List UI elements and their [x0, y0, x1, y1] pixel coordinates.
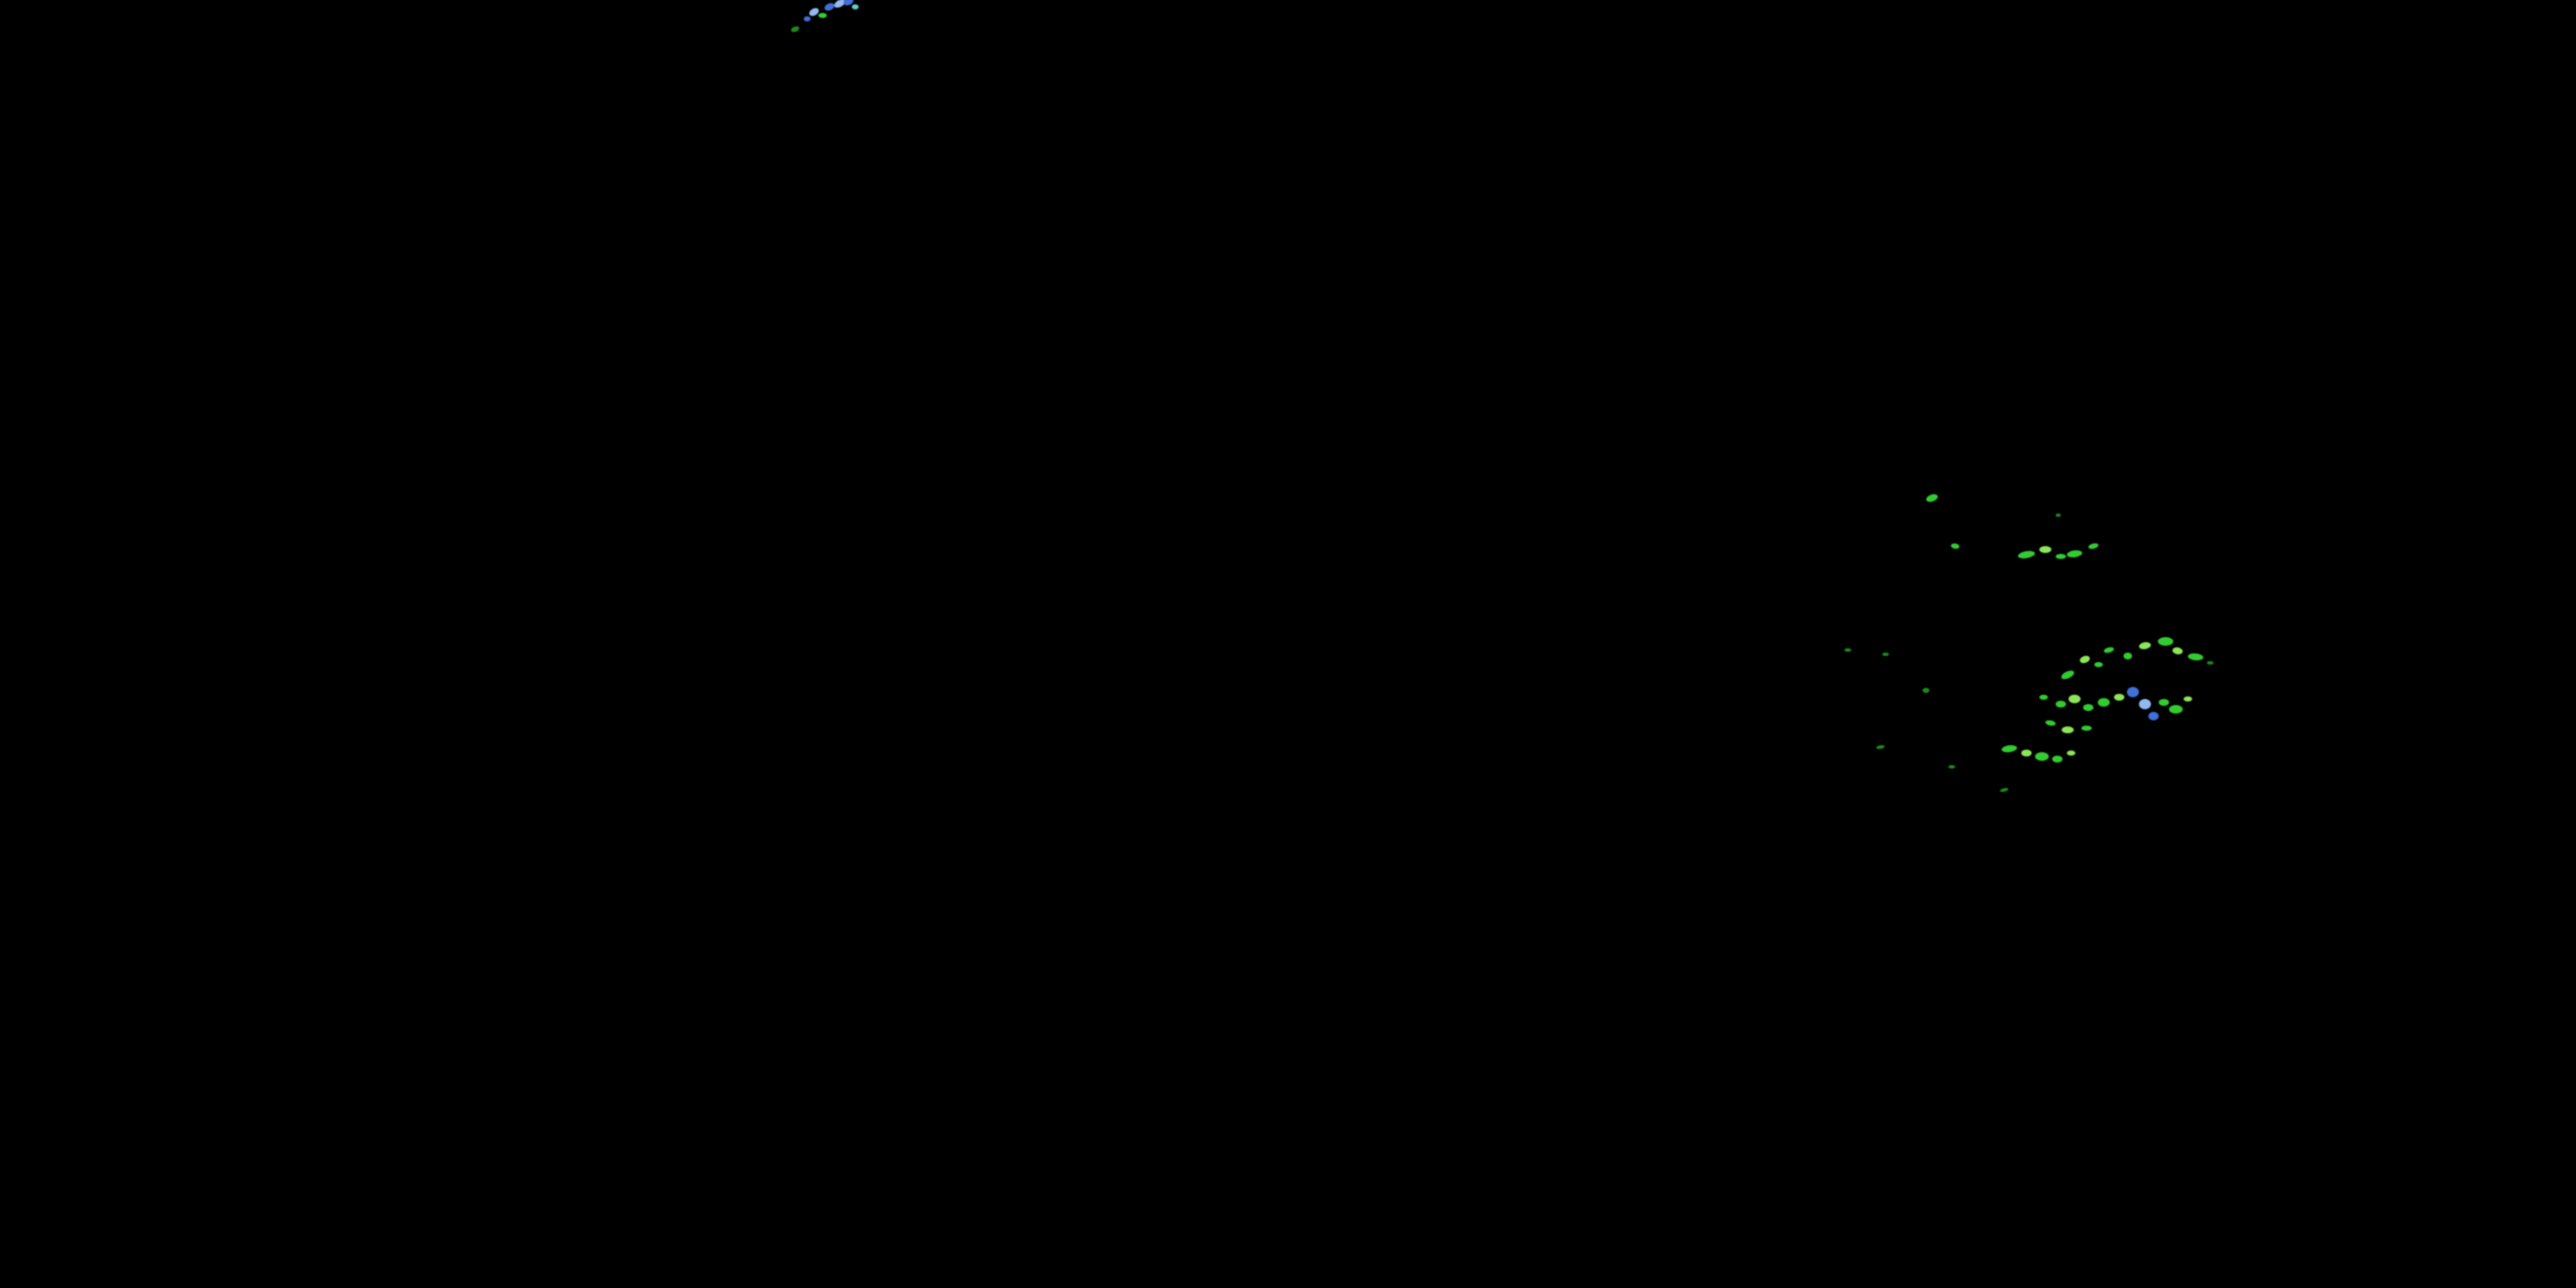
radar-echo-blob: [1882, 653, 1889, 656]
radar-echo-blob: [2069, 695, 2081, 703]
radar-echo-blob: [2045, 720, 2056, 726]
radar-echo-blob: [2188, 653, 2203, 661]
radar-echo-blob: [2139, 699, 2151, 709]
radar-echo-blob: [2002, 744, 2017, 753]
radar-echo-blob: [2172, 647, 2183, 655]
radar-echo-blob: [2018, 550, 2035, 559]
radar-echo-blob: [2123, 653, 2132, 659]
radar-echo-blob: [2169, 705, 2183, 714]
radar-echo-blob: [2207, 661, 2214, 665]
radar-echo-blob: [791, 26, 799, 33]
radar-echo-blob: [843, 0, 854, 6]
radar-echo-blob: [2039, 695, 2048, 700]
radar-echo-blob: [2056, 513, 2061, 517]
radar-echo-blob: [852, 4, 859, 9]
radar-echo-blob: [1951, 543, 1959, 550]
radar-echo-blob: [2067, 550, 2082, 558]
radar-echo-blob: [2056, 554, 2066, 559]
radar-echo-blob: [2061, 671, 2075, 679]
radar-echo-blob: [2083, 704, 2093, 711]
radar-echo-blob: [2098, 698, 2110, 707]
radar-echo-blob: [2000, 787, 2008, 793]
radar-echo-blob: [1923, 688, 1929, 693]
radar-echo-blob: [1948, 765, 1955, 769]
radar-echo-blob: [2067, 750, 2075, 756]
radar-echo-blob: [1844, 648, 1851, 652]
radar-echo-blob: [2148, 712, 2159, 720]
radar-echo-blob: [1876, 744, 1885, 750]
radar-echo-blob: [2080, 655, 2090, 664]
radar-echo-blob: [2184, 696, 2192, 702]
radar-echo-blob: [2035, 752, 2049, 761]
radar-echo-blob: [2094, 662, 2103, 667]
radar-echo-blob: [818, 13, 827, 18]
radar-echo-blob: [2081, 726, 2092, 731]
radar-echo-blob: [2021, 750, 2032, 756]
radar-echo-blob: [2056, 701, 2066, 708]
radar-echo-blob: [2062, 726, 2074, 733]
radar-echo-blob: [2052, 756, 2063, 762]
radar-echo-blob: [2139, 641, 2151, 650]
radar-echo-blob: [2127, 687, 2139, 697]
radar-echo-blob: [809, 8, 819, 16]
radar-echo-blob: [2114, 694, 2124, 701]
radar-echo-blob: [2039, 546, 2051, 553]
radar-echo-blob: [2088, 543, 2099, 550]
radar-echo-blob: [2158, 637, 2173, 646]
radar-echo-blob: [2104, 647, 2114, 653]
radar-echo-blob: [824, 3, 835, 11]
radar-echo-blob: [2159, 699, 2169, 706]
radar-echo-blob: [834, 0, 846, 8]
radar-echo-blob: [804, 16, 811, 21]
radar-echo-blob: [1926, 494, 1938, 502]
radar-echo-group: [791, 0, 2214, 793]
